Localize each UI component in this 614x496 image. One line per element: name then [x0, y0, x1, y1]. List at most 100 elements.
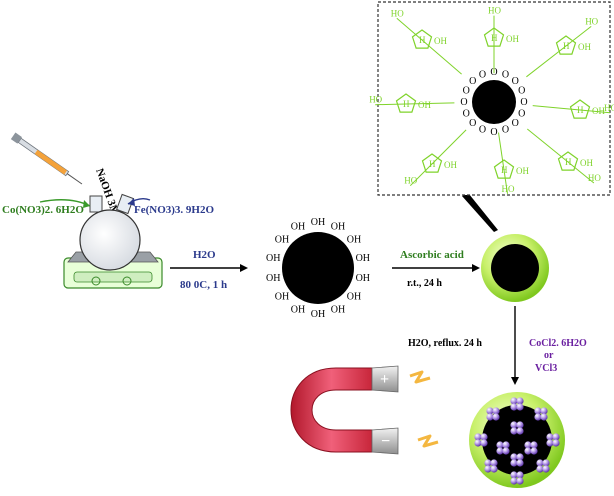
- oxygen-label: O: [469, 118, 476, 129]
- ascorbate-hydrogen-label: H: [403, 99, 410, 109]
- oxygen-label: O: [463, 109, 470, 120]
- core-shell-core: [491, 244, 539, 292]
- ascorbate-hydroxyl-label: OH: [578, 42, 591, 52]
- hydroxyl-label: OH: [291, 304, 305, 315]
- metal-cluster-icon: [496, 441, 510, 455]
- step3-reagent-line2: or: [544, 350, 554, 361]
- inset-pointer: [462, 194, 498, 232]
- metal-cluster-icon: [510, 471, 524, 485]
- hydroxyl-label: OH: [347, 292, 361, 303]
- metal-cluster-icon: [536, 459, 550, 473]
- hydroxyl-label: OH: [266, 273, 280, 284]
- ascorbate-ligand: HO OH H: [526, 16, 599, 78]
- oxygen-label: O: [512, 76, 519, 87]
- ascorbate-hydroxyl-label: OH: [580, 158, 593, 168]
- ascorbate-hydroxyl-label: OH: [506, 34, 519, 44]
- inset-core: [472, 80, 516, 124]
- hydroxyl-label: OH: [311, 309, 325, 320]
- step2-reagent: Ascorbic acid: [400, 249, 464, 261]
- ascorbate-hydrogen-label: H: [565, 157, 572, 167]
- oxygen-label: O: [479, 69, 486, 80]
- oxygen-label: O: [518, 86, 525, 97]
- ascorbate-ligand: HO OH H: [404, 129, 467, 187]
- step1-condition: 80 0C, 1 h: [180, 279, 227, 291]
- metal-cluster-icon: [546, 433, 560, 447]
- step1-reagent: H2O: [193, 249, 216, 261]
- round-bottom-flask-icon: [79, 193, 141, 271]
- ascorbate-hydroxy-label: HO: [369, 95, 382, 105]
- ascorbate-hydrogen-label: H: [491, 33, 498, 43]
- oxygen-label: O: [460, 97, 467, 108]
- oxygen-label: O: [469, 76, 476, 87]
- metal-cluster-icon: [510, 453, 524, 467]
- final-particle-core: [482, 405, 552, 475]
- oxygen-label: O: [512, 118, 519, 129]
- ascorbate-hydroxyl-label: OH: [592, 106, 605, 116]
- metal-cluster-icon: [484, 459, 498, 473]
- ascorbate-hydrogen-label: H: [577, 105, 584, 115]
- ascorbate-hydroxyl-label: OH: [418, 100, 431, 110]
- ascorbate-hydroxy-label: HO: [585, 16, 598, 26]
- hydroxyl-label: OH: [331, 304, 345, 315]
- magnetic-spark-icon: [409, 370, 431, 384]
- ascorbate-hydroxy-label: HO: [604, 103, 614, 113]
- oxygen-label: O: [502, 69, 509, 80]
- ascorbate-ligand: HO OH H: [526, 128, 601, 184]
- hydroxylated-core: [282, 232, 354, 304]
- magnet-minus-label: −: [381, 433, 390, 450]
- ascorbate-hydroxy-label: HO: [502, 184, 515, 194]
- step2-condition: r.t., 24 h: [407, 278, 442, 289]
- ascorbate-ligand: HO OH H: [369, 93, 455, 113]
- oxygen-label: O: [520, 97, 527, 108]
- cobalt-nitrate-label: Co(NO3)2. 6H2O: [2, 204, 84, 216]
- metal-cluster-icon: [534, 407, 548, 421]
- iron-nitrate-label: Fe(NO3)3. 9H2O: [134, 204, 214, 216]
- ascorbate-hydroxy-label: HO: [391, 8, 404, 18]
- step3-reagent-line3: VCl3: [535, 363, 557, 374]
- ascorbate-hydroxy-label: HO: [404, 176, 417, 186]
- ascorbate-hydrogen-label: H: [419, 35, 426, 45]
- ascorbate-hydroxy-label: HO: [588, 173, 601, 183]
- metal-cluster-icon: [510, 397, 524, 411]
- oxygen-label: O: [463, 86, 470, 97]
- ascorbate-hydroxy-label: HO: [488, 6, 501, 16]
- step3-left-condition: H2O, reflux. 24 h: [408, 338, 482, 349]
- hydroxyl-label: OH: [311, 217, 325, 228]
- oxygen-label: O: [479, 125, 486, 136]
- ascorbate-hydrogen-label: H: [501, 165, 508, 175]
- hydroxyl-label: OH: [356, 273, 370, 284]
- metal-cluster-icon: [510, 421, 524, 435]
- hydroxyl-label: OH: [347, 234, 361, 245]
- magnet-plus-label: +: [380, 371, 389, 388]
- hydroxyl-label: OH: [331, 222, 345, 233]
- hydroxyl-label: OH: [275, 234, 289, 245]
- ascorbate-hydrogen-label: H: [563, 41, 570, 51]
- metal-cluster-icon: [474, 433, 488, 447]
- metal-clusters: [474, 397, 560, 485]
- hydroxyl-label: OH: [275, 292, 289, 303]
- oxygen-label: O: [518, 109, 525, 120]
- ascorbate-ligand: HO OH H: [483, 6, 519, 74]
- magnetic-spark-icon: [417, 434, 439, 448]
- ascorbate-hydroxyl-label: OH: [434, 36, 447, 46]
- oxygen-label: O: [502, 125, 509, 136]
- magnet-icon: [290, 365, 399, 455]
- ascorbate-hydrogen-label: H: [429, 159, 436, 169]
- oxygen-label: O: [490, 127, 497, 138]
- ascorbate-hydroxyl-label: OH: [516, 166, 529, 176]
- hydroxyl-label: OH: [266, 253, 280, 264]
- ascorbate-hydroxyl-label: OH: [444, 160, 457, 170]
- hydroxyl-label: OH: [291, 222, 305, 233]
- syringe-icon: [10, 132, 83, 185]
- metal-cluster-icon: [524, 441, 538, 455]
- step3-reagent-line1: CoCl2. 6H2O: [529, 338, 587, 349]
- ascorbate-ligand: HO OH H: [391, 8, 462, 75]
- metal-cluster-icon: [486, 407, 500, 421]
- hydroxyl-label: OH: [356, 253, 370, 264]
